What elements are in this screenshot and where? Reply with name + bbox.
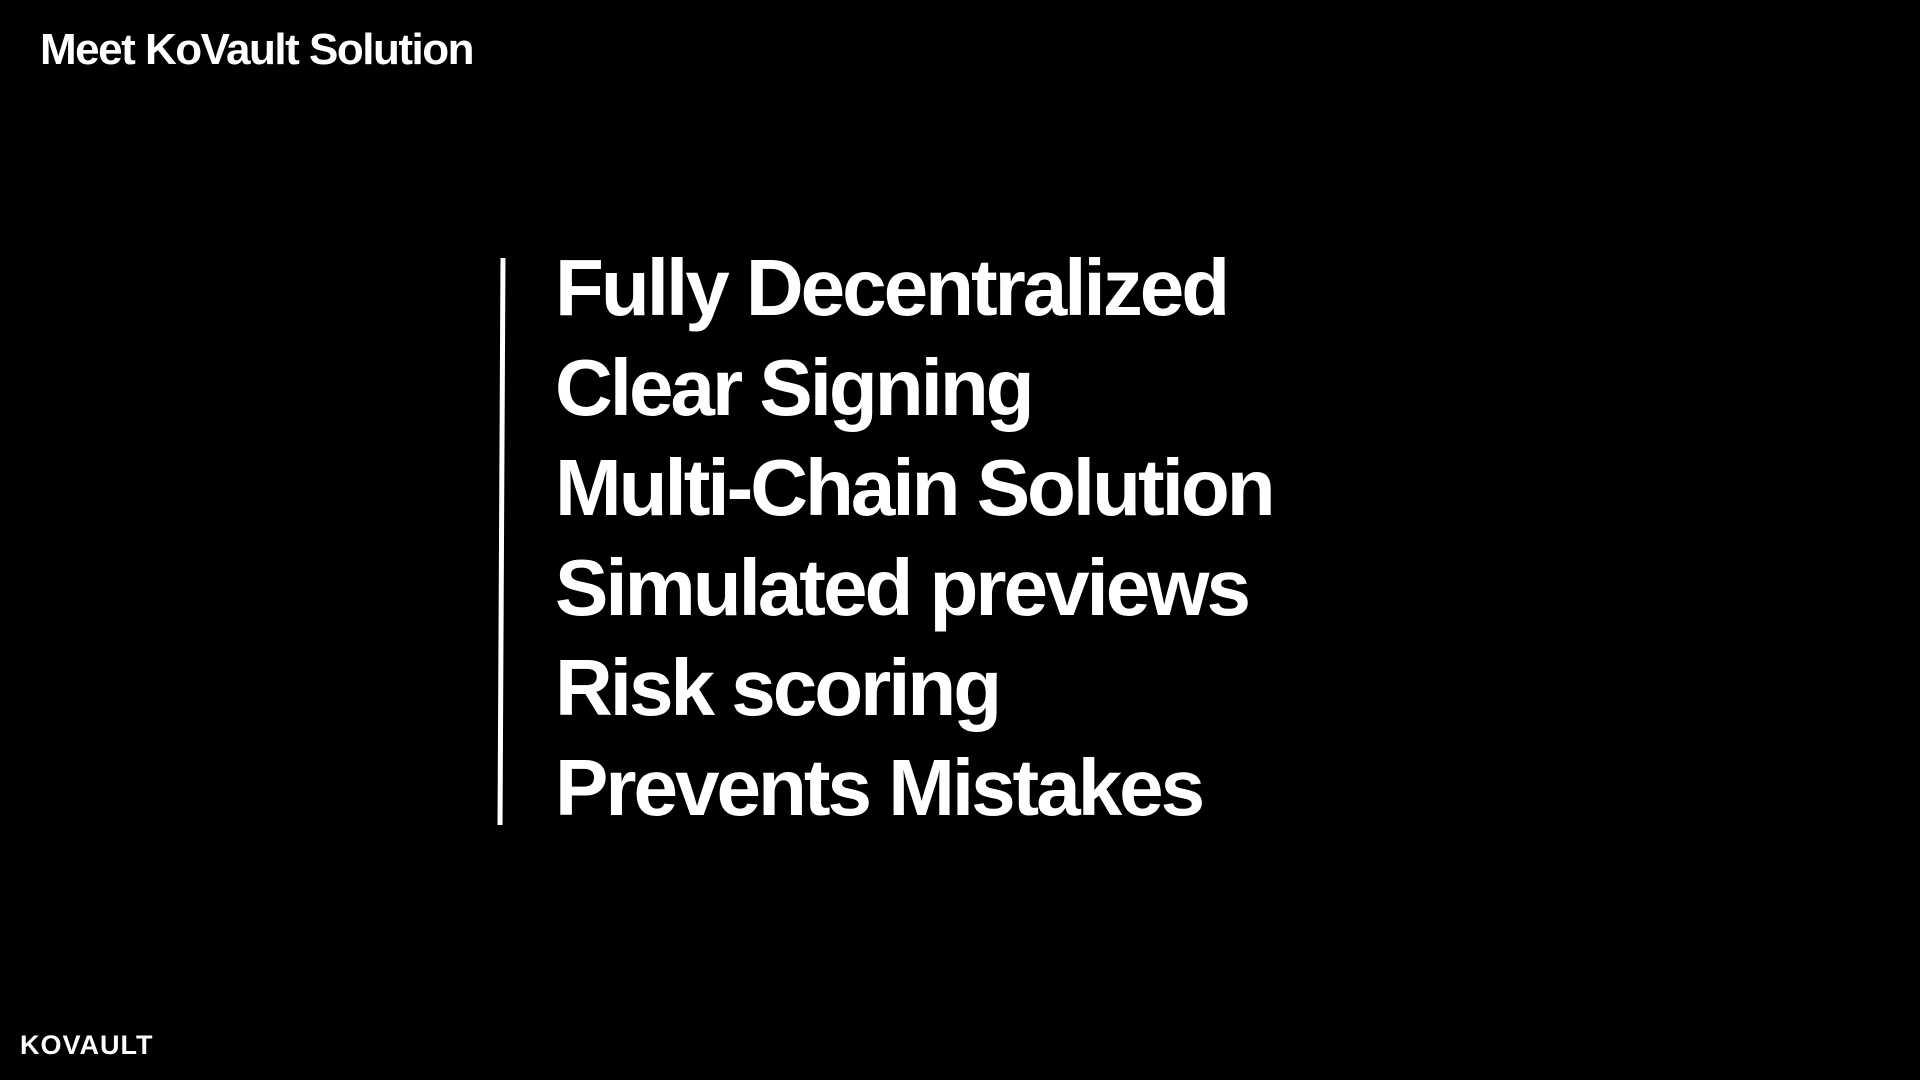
slide-title: Meet KoVault Solution [40,25,474,74]
feature-item-clear-signing: Clear Signing [555,343,1035,432]
kovault-logo: KOVAULT [20,1030,154,1060]
feature-item-fully-decentralized: Fully Decentralized [555,243,1230,332]
feature-item-risk-scoring: Risk scoring [555,643,1002,732]
feature-item-simulated-previews: Simulated previews [555,543,1251,632]
feature-item-prevents-mistakes: Prevents Mistakes [555,743,1205,832]
feature-list: Fully Decentralized Clear Signing Multi-… [555,238,1276,838]
vertical-divider [497,258,506,825]
feature-item-multi-chain-solution: Multi-Chain Solution [555,443,1276,532]
